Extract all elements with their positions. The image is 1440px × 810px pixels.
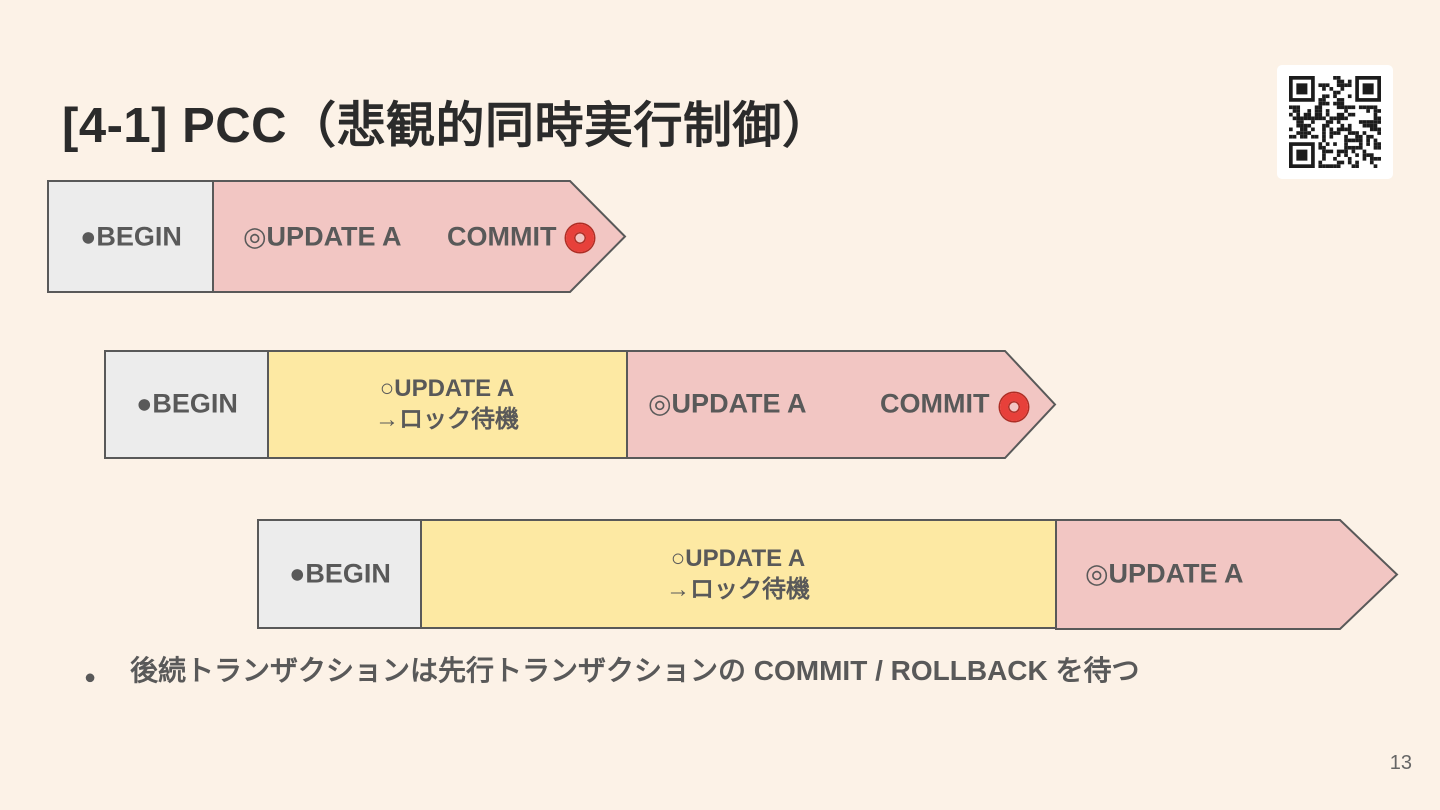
transaction-3-wait-line2: →ロック待機 <box>666 576 810 603</box>
transaction-3-wait-line1: ○UPDATE A <box>670 545 806 572</box>
transaction-3-begin-box <box>257 519 422 629</box>
qr-pattern <box>1289 76 1381 168</box>
page-title: [4-1] PCC（悲観的同時実行制御） <box>62 99 832 153</box>
transaction-1-update-label: ◎UPDATE A <box>243 221 402 252</box>
transaction-2-begin-box <box>104 350 269 459</box>
transaction-2-wait-line1: ○UPDATE A <box>379 375 515 402</box>
transaction-1-begin-box <box>47 180 214 293</box>
transaction-3-begin-label: ●BEGIN <box>289 558 391 589</box>
transaction-2-begin-label: ●BEGIN <box>136 388 238 419</box>
transaction-2-diagram <box>104 350 1057 459</box>
transaction-3-wait-box <box>420 519 1057 629</box>
transaction-2-update-label: ◎UPDATE A <box>648 388 807 419</box>
transaction-3-wait-label: ○UPDATE A →ロック待機 <box>666 543 810 605</box>
transaction-2-wait-line2: →ロック待機 <box>375 406 519 433</box>
transaction-3-diagram <box>257 519 1399 630</box>
qr-code <box>1277 65 1393 179</box>
transaction-2-wait-box <box>267 350 628 459</box>
transaction-1-begin-label: ●BEGIN <box>80 221 182 252</box>
transaction-2-wait-label: ○UPDATE A →ロック待機 <box>375 373 519 435</box>
transaction-2-commit-label: COMMIT <box>880 388 990 419</box>
transaction-1-diagram <box>47 180 627 293</box>
transaction-1-commit-label: COMMIT <box>447 221 557 252</box>
page-number: 13 <box>1389 752 1412 774</box>
transaction-1-commit-ring-icon <box>566 224 594 252</box>
transaction-2-commit-ring-icon <box>1000 393 1028 421</box>
transaction-3-update-label: ◎UPDATE A <box>1085 558 1244 589</box>
bullet-text: 後続トランザクションは先行トランザクションの COMMIT / ROLLBACK… <box>130 655 1140 686</box>
bullet-marker-icon: ● <box>84 666 97 688</box>
